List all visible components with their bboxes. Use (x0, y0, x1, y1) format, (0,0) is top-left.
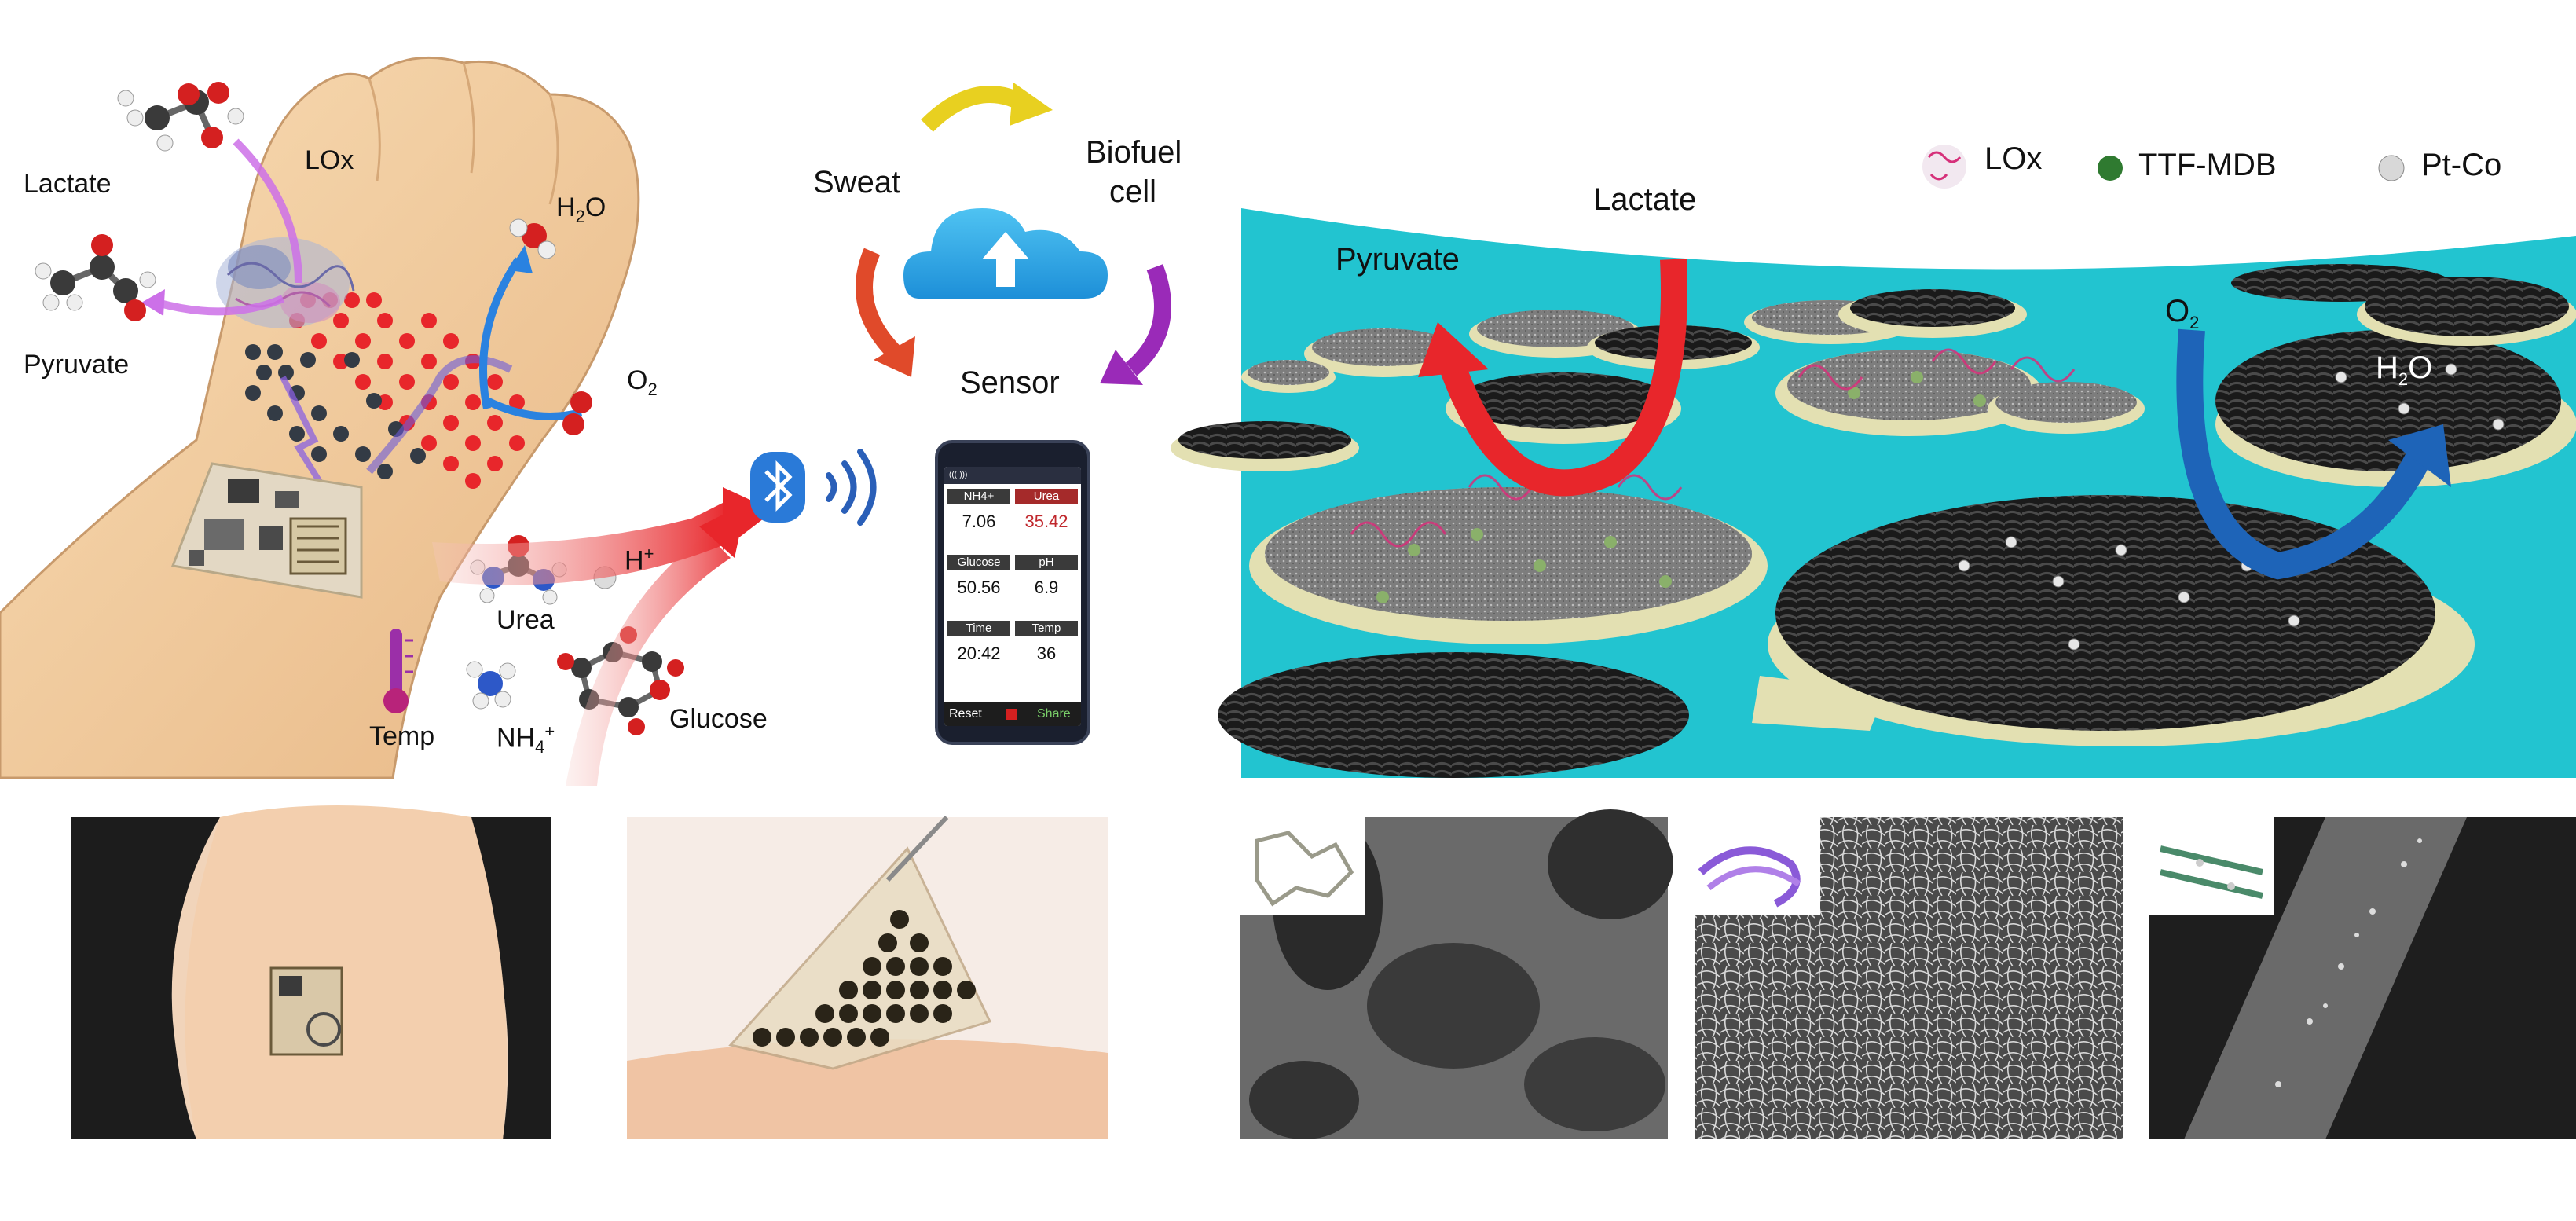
energy-cycle (856, 82, 1171, 385)
cell-value-glucose: 50.56 (957, 578, 1001, 597)
cloud-upload-icon (903, 208, 1108, 299)
stop-icon[interactable] (1006, 709, 1017, 720)
scene-pyruvate-label: Pyruvate (1336, 242, 1460, 277)
o2-label: O2 (627, 365, 658, 399)
bluetooth-icon (750, 452, 805, 522)
cell-value-ph: 6.9 (1034, 578, 1059, 597)
h-ion-label: H+ (625, 544, 654, 576)
cell-header-nh4: NH4+ (947, 489, 1010, 504)
legend-ptco-icon (2378, 155, 2405, 182)
thermometer-icon (383, 629, 413, 713)
lox-label: LOx (305, 145, 354, 175)
lactate-molecule (117, 82, 244, 152)
urea-label: Urea (497, 605, 555, 635)
cell-header-temp: Temp (1015, 621, 1078, 636)
ttf-mdb-particles (1376, 371, 1986, 603)
legend-ttf-label: TTF-MDB (2138, 148, 2277, 182)
photo-skin-patch (627, 815, 1108, 1139)
cathode-electrodes (1218, 264, 2576, 778)
h2o-label: H2O (556, 192, 606, 226)
sweat-label: Sweat (813, 165, 901, 200)
temp-label: Temp (369, 721, 435, 751)
glucose-label: Glucose (669, 704, 768, 734)
legend-lox-icon (1922, 145, 1966, 189)
oxygen-molecule (562, 391, 592, 435)
wireless-signal-icon (826, 449, 877, 526)
phone-screen: (((·))) NH4+ Urea 7.06 35.42 Glucose pH … (944, 467, 1081, 726)
cell-value-time: 20:42 (957, 644, 1001, 663)
data-transmission-arrows (432, 487, 774, 786)
cell-header-glucose: Glucose (947, 555, 1010, 570)
circuit-patch (170, 462, 363, 599)
smartphone: (((·))) NH4+ Urea 7.06 35.42 Glucose pH … (935, 440, 1090, 745)
reset-button[interactable]: Reset (949, 707, 982, 720)
sensor-label: Sensor (960, 365, 1060, 400)
cell-value-nh4: 7.06 (962, 512, 996, 531)
ammonium-molecule (466, 661, 516, 710)
electrode-scene (1171, 126, 2576, 778)
cell-value-urea: 35.42 (1024, 512, 1068, 531)
biofuel-label-2: cell (1109, 174, 1157, 209)
lactate-label: Lactate (24, 169, 112, 199)
scene-lactate-label: Lactate (1593, 182, 1697, 217)
water-molecule (509, 218, 556, 259)
cell-value-temp: 36 (1036, 644, 1057, 663)
sem-image-particles (2149, 817, 2576, 1139)
anode-electrodes (1171, 289, 2145, 644)
phone-status-bar: (((·))) (944, 467, 1081, 484)
nh4-label: NH4+ (497, 721, 555, 757)
pyruvate-label: Pyruvate (24, 350, 130, 380)
cell-header-ph: pH (1015, 555, 1078, 570)
wrist-flow-arrows (141, 138, 583, 420)
sem-image-foam (1240, 809, 1673, 1139)
share-button[interactable]: Share (1037, 707, 1071, 720)
scene-o2-label: O2 (2165, 294, 2200, 332)
cell-header-urea: Urea (1015, 489, 1078, 504)
legend-ptco-label: Pt-Co (2421, 148, 2502, 182)
legend-ttf-icon (2098, 156, 2123, 181)
o2-to-h2o-arrow (2176, 328, 2432, 580)
lactate-to-pyruvate-arrow (1441, 258, 1687, 497)
pyruvate-molecule (35, 234, 156, 321)
scene-h2o-label: H2O (2376, 350, 2433, 389)
photo-arm-patch (71, 805, 551, 1139)
phone-footer: Reset Share (944, 702, 1081, 726)
cell-header-time: Time (947, 621, 1010, 636)
sem-image-fibers (1695, 817, 2123, 1139)
ptco-particles (1958, 363, 2505, 651)
legend-lox-label: LOx (1984, 141, 2043, 176)
biofuel-label-1: Biofuel (1086, 135, 1182, 170)
